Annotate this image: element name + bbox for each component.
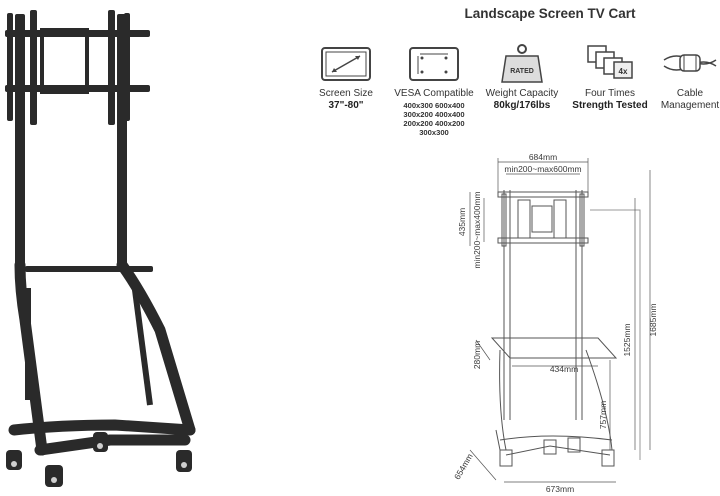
dim-shelf-depth: 280mm (472, 341, 482, 369)
dim-base-depth: 654mm (452, 452, 475, 482)
feature-vesa: VESA Compatible 400x300 600x400 300x200 … (392, 42, 476, 137)
vesa-size-line: 300x200 400x400 (403, 110, 465, 119)
feature-label: VESA Compatible (394, 88, 474, 99)
vesa-size-line: 200x200 400x200 (403, 119, 465, 128)
feature-screen-size: Screen Size 37"-80" (304, 42, 388, 112)
dim-overall-width: 684mm (529, 152, 557, 162)
feature-value: 37"-80" (328, 100, 364, 111)
feature-label: Four Times (584, 88, 635, 99)
vesa-icon (409, 47, 459, 81)
feature-label-2: Management (660, 100, 720, 111)
feature-label: Cable (676, 88, 704, 99)
feature-strength: 4x Four Times Strength Tested (568, 42, 652, 112)
feature-label: Weight Capacity (485, 88, 559, 99)
vesa-size-line: 300x300 (419, 128, 449, 137)
feature-value: Strength Tested (572, 100, 648, 111)
feature-label: Screen Size (319, 88, 373, 99)
features-row: Screen Size 37"-80" VESA Compatible 400x… (314, 42, 720, 142)
dim-vesa-range-height: min200~max400mm (472, 191, 482, 268)
dim-shelf-width: 434mm (550, 364, 578, 374)
vesa-size-line: 400x300 600x400 (403, 101, 465, 110)
dim-shelf-height: 757mm (598, 401, 608, 429)
feature-value: 80kg/176lbs (493, 100, 551, 111)
feature-cable: Cable Management (648, 42, 720, 112)
dim-vesa-range-width: min200~max600mm (504, 164, 581, 174)
dim-max-height: 1525mm (622, 323, 632, 356)
feature-weight: RATED Weight Capacity 80kg/176lbs (480, 42, 564, 112)
dim-base-width: 673mm (546, 484, 574, 494)
weight-badge: RATED (510, 68, 534, 75)
screen-size-icon (321, 47, 371, 81)
strength-icon: 4x (587, 45, 633, 79)
dimension-diagram: 684mm min200~max600mm 435mm min200~max40… (452, 152, 658, 494)
product-photo (5, 10, 196, 487)
strength-badge: 4x (619, 67, 628, 76)
dim-bracket-height: 435mm (457, 208, 467, 236)
page-title: Landscape Screen TV Cart (464, 6, 636, 21)
vesa-sizes: 400x300 600x400 300x200 400x400 200x200 … (392, 101, 476, 137)
cable-icon (663, 54, 717, 72)
dim-overall-height: 1685mm (648, 303, 658, 336)
weight-icon: RATED (501, 44, 543, 83)
